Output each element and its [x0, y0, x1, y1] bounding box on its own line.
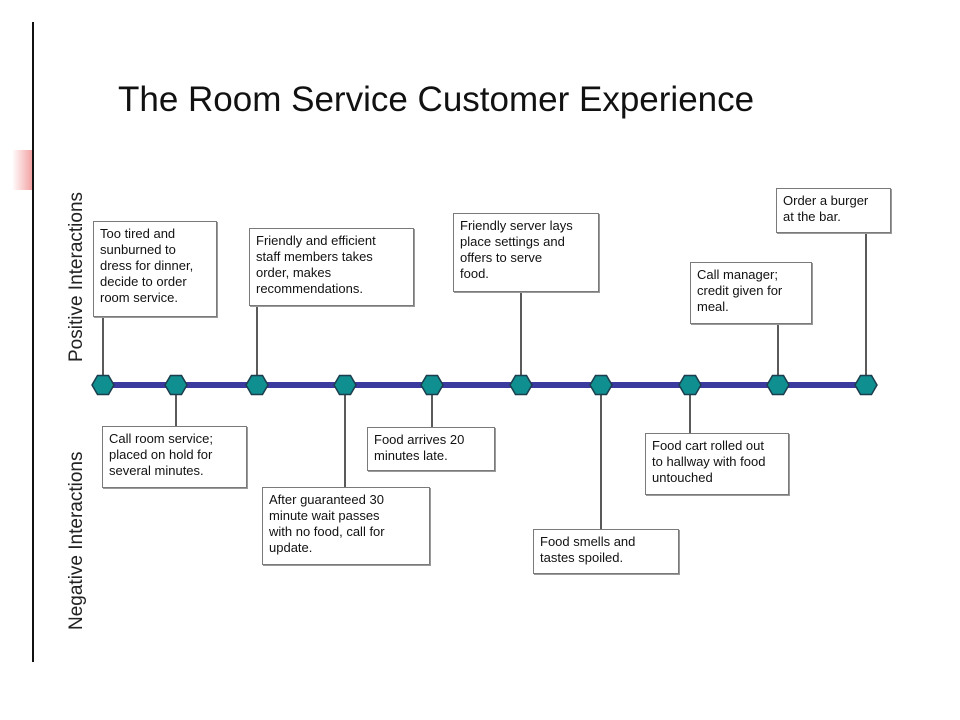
timeline-node-10	[854, 374, 878, 396]
slide-accent-mark	[12, 150, 32, 190]
timeline-node-1	[91, 374, 115, 396]
timeline-nodes	[91, 374, 878, 396]
event-box-1: Too tired and sunburned to dress for din…	[93, 221, 217, 317]
timeline-node-2	[164, 374, 188, 396]
event-box-6: Friendly server lays place settings and …	[453, 213, 599, 292]
timeline-node-6	[509, 374, 533, 396]
event-box-3: Friendly and efficient staff members tak…	[249, 228, 414, 306]
event-box-7: Food smells and tastes spoiled.	[533, 529, 679, 574]
event-box-5: Food arrives 20 minutes late.	[367, 427, 495, 471]
timeline-node-5	[420, 374, 444, 396]
timeline-node-3	[245, 374, 269, 396]
event-box-4: After guaranteed 30 minute wait passes w…	[262, 487, 430, 565]
timeline-node-8	[678, 374, 702, 396]
event-box-2: Call room service; placed on hold for se…	[102, 426, 247, 488]
event-box-8: Food cart rolled out to hallway with foo…	[645, 433, 789, 495]
timeline-node-9	[766, 374, 790, 396]
diagram-title: The Room Service Customer Experience	[118, 80, 755, 119]
event-box-10: Order a burger at the bar.	[776, 188, 891, 233]
timeline-node-4	[333, 374, 357, 396]
connector-lines	[102, 233, 867, 529]
slide-left-rule	[32, 22, 34, 662]
timeline-node-7	[589, 374, 613, 396]
event-box-9: Call manager; credit given for meal.	[690, 262, 812, 324]
